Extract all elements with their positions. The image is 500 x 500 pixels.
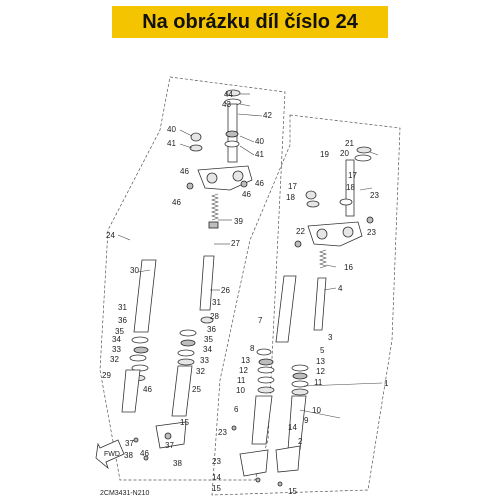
callout-10a: 10 xyxy=(236,386,245,395)
callout-18a: 18 xyxy=(346,183,355,192)
callout-40a: 40 xyxy=(167,125,176,134)
callout-31a: 31 xyxy=(212,298,221,307)
callout-46b: 46 xyxy=(255,179,264,188)
callout-11b: 11 xyxy=(314,378,323,387)
right-inner-tube xyxy=(275,275,297,343)
fwd-arrow-icon: FWD xyxy=(95,439,125,470)
callout-4: 4 xyxy=(338,284,343,293)
callout-39: 39 xyxy=(234,217,243,226)
callout-1: 1 xyxy=(384,379,389,388)
callout-46f: 46 xyxy=(140,449,149,458)
callout-13a: 13 xyxy=(241,356,250,365)
callout-14b: 14 xyxy=(212,473,221,482)
callout-46e: 46 xyxy=(143,385,152,394)
callout-2: 2 xyxy=(298,437,303,446)
callout-23d: 23 xyxy=(212,457,221,466)
callout-29: 29 xyxy=(102,371,111,380)
callout-26: 26 xyxy=(221,286,230,295)
callout-32b: 32 xyxy=(196,367,205,376)
callout-6: 6 xyxy=(234,405,239,414)
callout-36a: 36 xyxy=(118,316,127,325)
front-fork-exploded-diagram: FWD xyxy=(95,76,401,497)
callout-16: 16 xyxy=(344,263,353,272)
callout-19: 19 xyxy=(320,150,329,159)
right-steering-stem xyxy=(305,146,372,217)
callout-7: 7 xyxy=(258,316,263,325)
callout-18b: 18 xyxy=(286,193,295,202)
right-seals-stack xyxy=(256,348,309,396)
callout-41b: 41 xyxy=(255,150,264,159)
callout-13b: 13 xyxy=(316,357,325,366)
callout-44: 44 xyxy=(224,90,233,99)
callout-9: 9 xyxy=(304,416,309,425)
header-title: Na obrázku díl číslo 24 xyxy=(142,10,358,33)
callout-15a: 15 xyxy=(180,418,189,427)
callout-43: 43 xyxy=(222,100,231,109)
callout-25: 25 xyxy=(192,385,201,394)
callout-5: 5 xyxy=(320,346,325,355)
left-spring xyxy=(208,193,219,229)
callout-17a: 17 xyxy=(348,171,357,180)
callout-11a: 11 xyxy=(237,376,246,385)
callout-41a: 41 xyxy=(167,139,176,148)
callout-33a: 33 xyxy=(112,345,121,354)
callout-15c: 15 xyxy=(288,487,297,496)
callout-34b: 34 xyxy=(203,345,212,354)
callout-15b: 15 xyxy=(212,484,221,493)
callout-12a: 12 xyxy=(239,366,248,375)
right-spring-and-rod xyxy=(313,249,327,331)
callout-23c: 23 xyxy=(218,428,227,437)
callout-46c: 46 xyxy=(172,198,181,207)
callout-42: 42 xyxy=(263,111,272,120)
callout-23a: 23 xyxy=(370,191,379,200)
left-steering-stem xyxy=(189,89,242,163)
fork-assembly-24-outline xyxy=(99,76,286,481)
callout-10b: 10 xyxy=(312,406,321,415)
callout-22: 22 xyxy=(296,227,305,236)
callout-28: 28 xyxy=(210,312,219,321)
callout-38a: 38 xyxy=(124,451,133,460)
fwd-label: FWD xyxy=(104,451,120,458)
header-banner: Na obrázku díl číslo 24 xyxy=(112,6,388,38)
callout-35b: 35 xyxy=(204,335,213,344)
callout-34a: 34 xyxy=(112,335,121,344)
left-seals-stack xyxy=(126,329,197,382)
callout-23b: 23 xyxy=(367,228,376,237)
callout-8: 8 xyxy=(250,344,255,353)
callout-24: 24 xyxy=(106,231,115,240)
left-damper-rod xyxy=(199,255,215,324)
diagram-code: 2CM3431-N210 xyxy=(100,490,150,497)
callout-3: 3 xyxy=(328,333,333,342)
callout-30: 30 xyxy=(130,266,139,275)
right-outer-tubes xyxy=(231,395,307,487)
callout-38b: 38 xyxy=(173,459,182,468)
callout-14a: 14 xyxy=(288,423,297,432)
callout-36b: 36 xyxy=(207,325,216,334)
callout-32a: 32 xyxy=(110,355,119,364)
callout-31b: 31 xyxy=(118,303,127,312)
callout-27: 27 xyxy=(231,239,240,248)
right-under-bracket xyxy=(294,216,374,248)
callout-37b: 37 xyxy=(165,441,174,450)
leader-lines xyxy=(117,93,383,419)
callout-46d: 46 xyxy=(242,190,251,199)
callout-33b: 33 xyxy=(200,356,209,365)
callout-40b: 40 xyxy=(255,137,264,146)
left-outer-tubes xyxy=(121,365,193,461)
callout-35a: 35 xyxy=(115,327,124,336)
callout-labels: 44 43 42 40 40 41 41 46 46 46 46 39 27 2… xyxy=(102,90,389,496)
callout-37a: 37 xyxy=(125,439,134,448)
callout-21: 21 xyxy=(345,139,354,148)
left-under-bracket xyxy=(186,165,253,191)
callout-12b: 12 xyxy=(316,367,325,376)
fork-assembly-1-outline xyxy=(211,114,401,496)
callout-20: 20 xyxy=(340,149,349,158)
callout-17b: 17 xyxy=(288,182,297,191)
left-inner-tube xyxy=(133,259,157,333)
callout-46a: 46 xyxy=(180,167,189,176)
